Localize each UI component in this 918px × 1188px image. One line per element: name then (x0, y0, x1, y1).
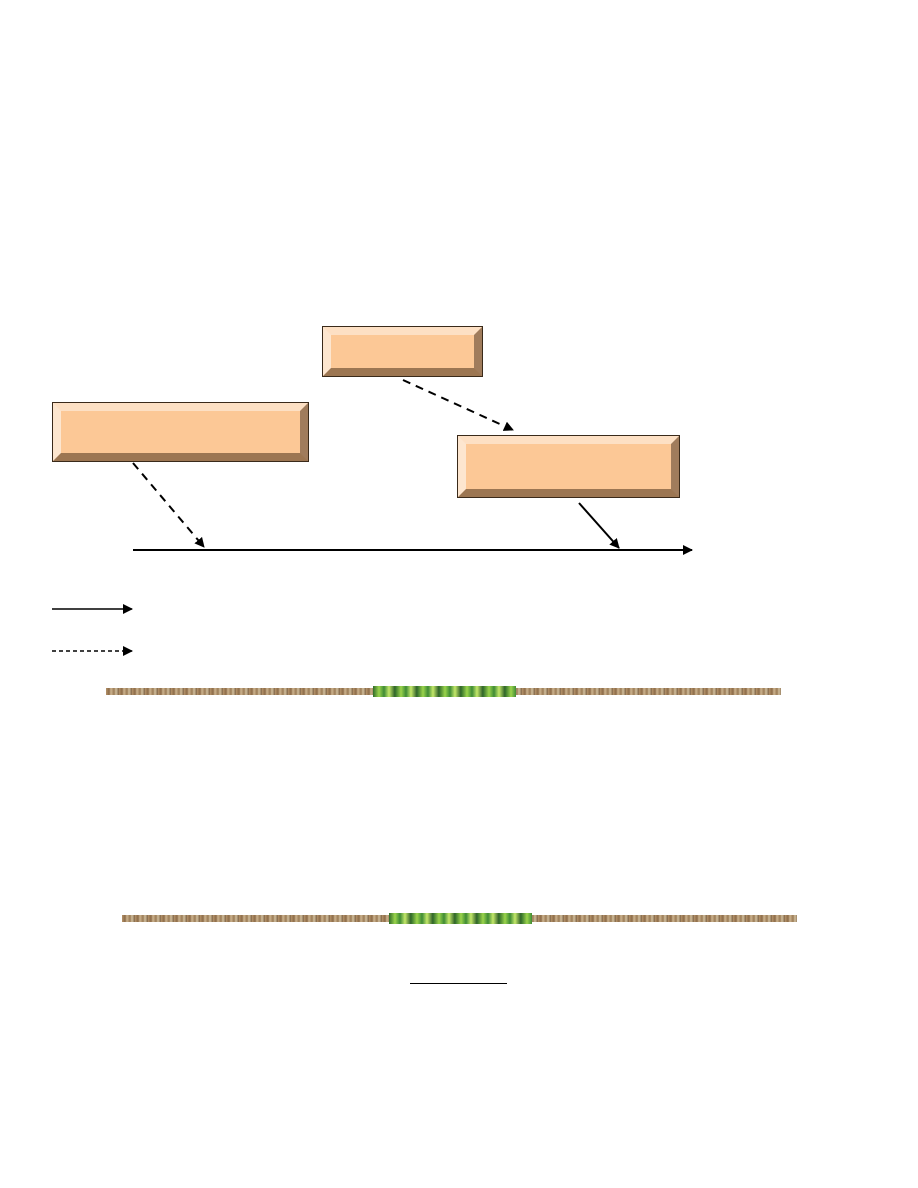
divider-leaf-center-1 (373, 686, 516, 697)
box-top-center (322, 326, 483, 377)
divider-leaf-center-2 (389, 913, 532, 924)
dashed-arrow-top-to-right (402, 379, 514, 431)
decorative-divider-1 (106, 686, 781, 697)
solid-arrow-right-to-axis (578, 502, 620, 549)
dashed-arrow-left-to-axis (132, 462, 205, 548)
underline-rule (410, 983, 507, 984)
decorative-divider-2 (122, 913, 797, 924)
box-right (457, 435, 680, 498)
box-left (52, 402, 309, 462)
